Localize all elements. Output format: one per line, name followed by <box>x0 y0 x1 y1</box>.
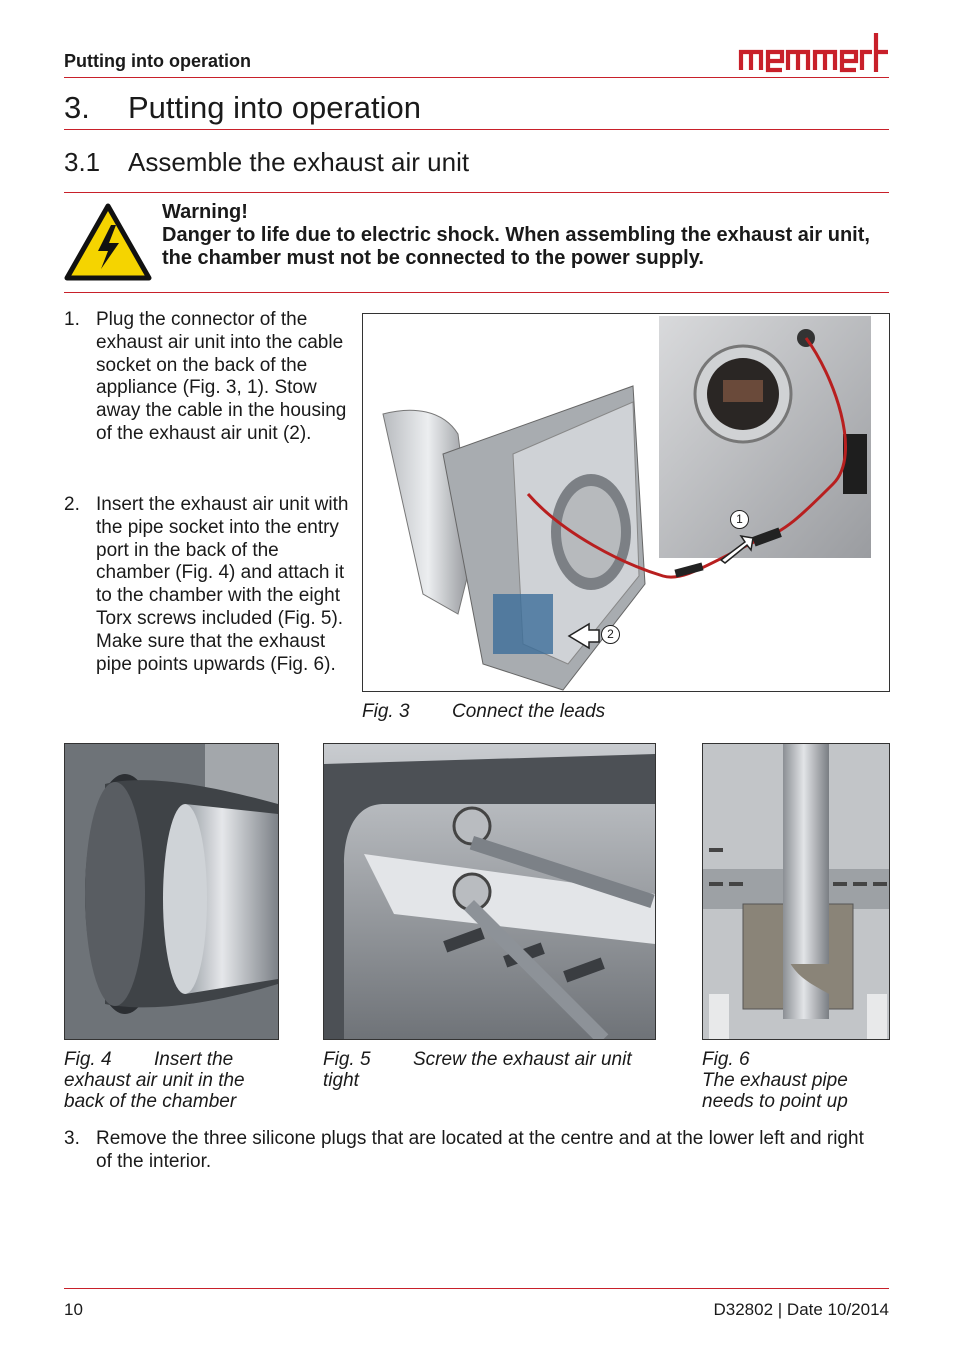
figure-label: Fig. 4 <box>64 1049 112 1070</box>
step-3: 3. Remove the three silicone plugs that … <box>64 1128 864 1174</box>
figure-6-caption: Fig. 6 The exhaust pipe needs to point u… <box>702 1049 888 1112</box>
electric-shock-warning-icon <box>64 203 152 281</box>
section-heading: 3.1 Assemble the exhaust air unit <box>64 147 469 178</box>
step-1: 1. Plug the connector of the exhaust air… <box>64 309 349 446</box>
step-text: Plug the connector of the exhaust air un… <box>96 309 347 444</box>
step-number: 2. <box>64 494 80 515</box>
figure-label: Fig. 6 <box>702 1049 750 1070</box>
header-rule <box>64 77 889 78</box>
document-info: D32802 | Date 10/2014 <box>713 1300 890 1319</box>
figure-label: Fig. 5 <box>323 1049 371 1070</box>
chapter-heading: 3. Putting into operation <box>64 90 421 126</box>
figure-5-photo <box>323 743 656 1040</box>
warning-message: Warning! Danger to life due to electric … <box>162 201 882 270</box>
figure-3-caption: Fig. 3 Connect the leads <box>362 701 605 722</box>
callout-2: 2 <box>601 625 620 644</box>
pipe-socket-illustration <box>65 744 278 1039</box>
connect-leads-illustration <box>382 316 871 691</box>
warning-rule <box>64 292 889 293</box>
step-number: 1. <box>64 309 80 330</box>
section-title: Assemble the exhaust air unit <box>128 147 470 177</box>
figure-caption-text: Connect the leads <box>452 701 606 722</box>
warning-title: Warning! <box>162 201 248 223</box>
section-number: 3.1 <box>64 147 101 177</box>
figure-caption-text: The exhaust pipe needs to point up <box>702 1070 848 1112</box>
warning-body: Danger to life due to electric shock. Wh… <box>162 224 870 269</box>
figure-6-photo <box>702 743 890 1040</box>
chapter-title: Putting into operation <box>128 90 421 125</box>
figure-label: Fig. 3 <box>362 701 410 722</box>
figure-4-photo <box>64 743 279 1040</box>
page-number: 10 <box>64 1300 83 1319</box>
chapter-rule <box>64 129 889 130</box>
memmert-logo <box>738 33 888 73</box>
step-text: Remove the three silicone plugs that are… <box>96 1128 864 1172</box>
chapter-number: 3. <box>64 90 90 125</box>
screwdriver-illustration <box>324 744 655 1039</box>
figure-caption-text: Screw the exhaust air unit tight <box>323 1049 632 1091</box>
footer-rule <box>64 1288 889 1289</box>
running-header: Putting into operation <box>64 51 251 71</box>
callout-1: 1 <box>730 510 749 529</box>
step-text: Insert the exhaust air unit with the pip… <box>96 494 349 675</box>
exhaust-pipe-illustration <box>703 744 889 1039</box>
step-2: 2. Insert the exhaust air unit with the … <box>64 494 349 676</box>
section-rule <box>64 192 889 193</box>
figure-3-photo: 1 2 <box>362 313 890 692</box>
figure-caption-text: Insert the exhaust air unit in the back … <box>64 1049 245 1112</box>
step-number: 3. <box>64 1128 80 1149</box>
